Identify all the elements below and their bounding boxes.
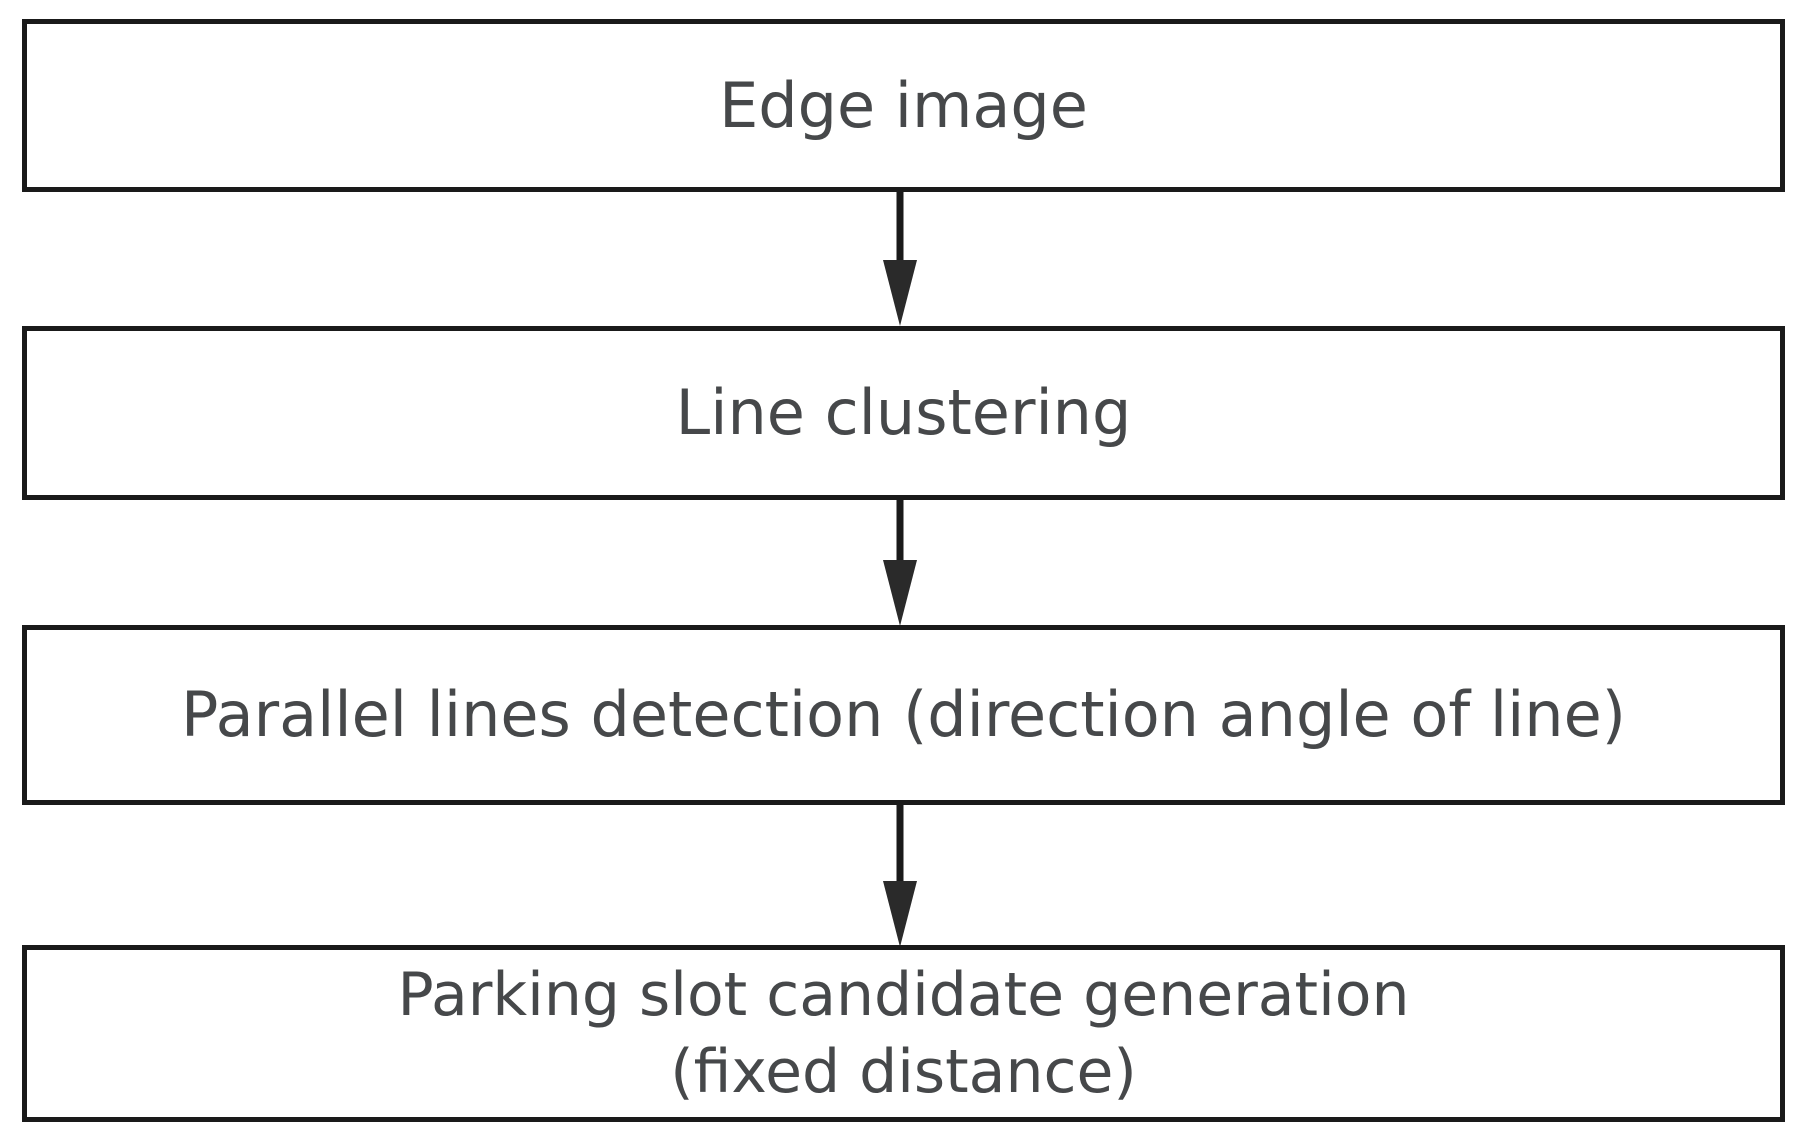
flowchart-node-parallel-lines-detection: Parallel lines detection (direction angl… [22,625,1785,805]
flowchart-node-edge-image: Edge image [22,19,1785,192]
flowchart-node-parking-slot-candidate-generation: Parking slot candidate generation (fixed… [22,945,1785,1122]
arrow-head-icon [883,560,917,626]
flow-arrow-down-3 [880,803,920,947]
flow-arrow-down-2 [880,498,920,626]
arrow-shaft [896,498,904,562]
arrow-head-icon [883,881,917,947]
node-label: Edge image [719,68,1088,142]
arrow-head-icon [883,260,917,326]
arrow-shaft [896,190,904,262]
node-label: Parallel lines detection (direction angl… [181,678,1626,752]
node-label: Parking slot candidate generation (fixed… [397,959,1410,1107]
flow-arrow-down-1 [880,190,920,326]
node-label: Line clustering [675,376,1132,450]
arrow-shaft [896,803,904,883]
flowchart-node-line-clustering: Line clustering [22,326,1785,500]
